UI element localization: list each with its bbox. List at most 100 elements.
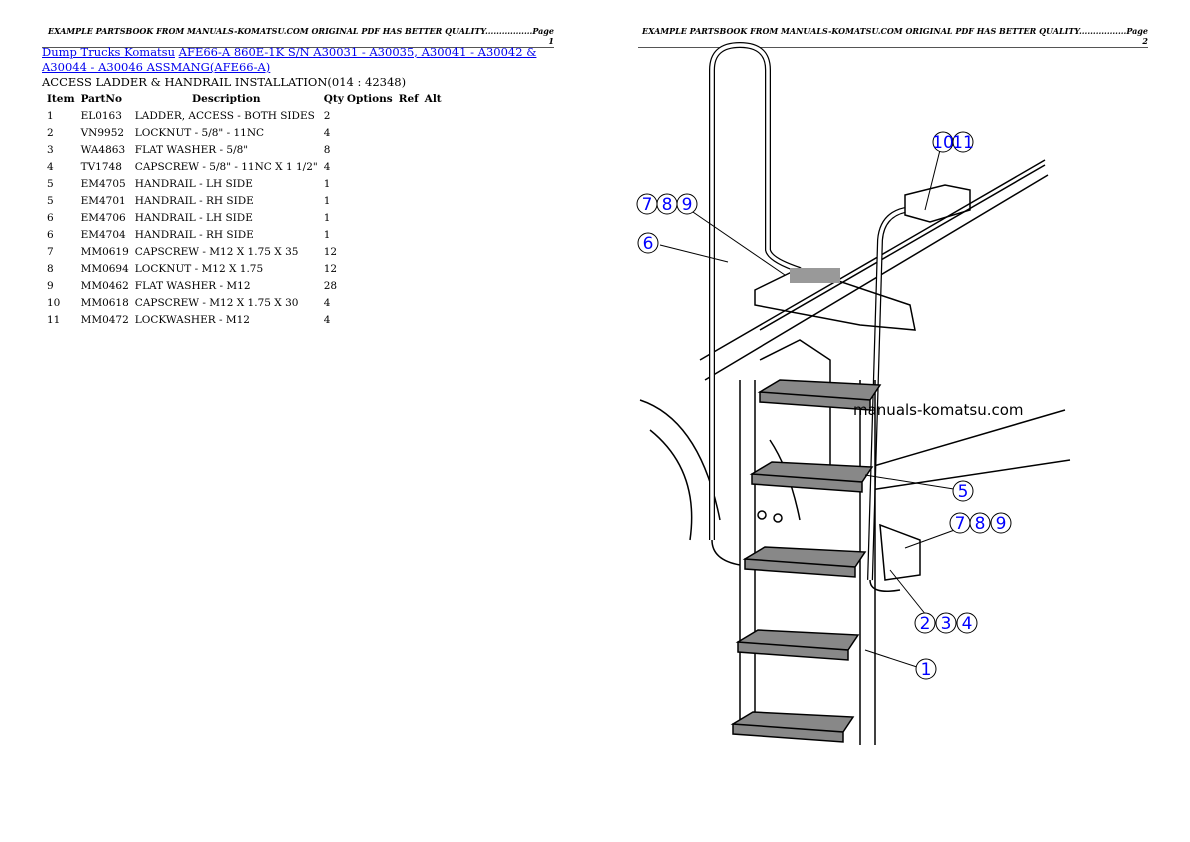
alt-cell — [422, 226, 445, 243]
alt-cell — [422, 311, 445, 328]
column-header: Alt — [424, 92, 442, 105]
qty-cell: 4 — [323, 313, 331, 326]
callout-label: 8 — [975, 514, 986, 534]
part-number-cell: TV1748 — [80, 160, 122, 173]
description-cell: LOCKNUT - M12 X 1.75 — [134, 262, 264, 275]
part-number-cell: MM0619 — [80, 245, 129, 258]
callout-circle — [637, 232, 659, 254]
part-number-cell: EL0163 — [80, 109, 122, 122]
breadcrumb-link-category[interactable]: Dump Trucks Komatsu — [42, 45, 175, 59]
alt-cell — [422, 124, 445, 141]
qty-cell: 8 — [323, 143, 331, 156]
callout-circle — [915, 658, 937, 680]
item-cell: 5 — [47, 194, 54, 207]
ref-cell — [396, 209, 422, 226]
description-cell: HANDRAIL - RH SIDE — [134, 194, 254, 207]
options-cell — [347, 192, 396, 209]
description-cell: LADDER, ACCESS - BOTH SIDES — [134, 109, 315, 122]
breadcrumb-link-model[interactable]: AFE66-A 860E-1K S/N A30031 - A30035, A30… — [42, 45, 537, 74]
ladder-step — [730, 711, 855, 743]
column-header: PartNo — [80, 92, 122, 105]
qty-cell: 4 — [323, 126, 331, 139]
ladder-step — [742, 546, 867, 578]
item-cell: 6 — [47, 211, 54, 224]
alt-cell — [422, 243, 445, 260]
part-number-cell: EM4704 — [80, 228, 126, 241]
callout-circle — [676, 193, 698, 215]
alt-cell — [422, 260, 445, 277]
part-number-cell: MM0618 — [80, 296, 129, 309]
part-number-cell: EM4701 — [80, 194, 126, 207]
breadcrumb: Dump Trucks Komatsu AFE66-A 860E-1K S/N … — [42, 45, 542, 75]
ref-cell — [396, 124, 422, 141]
alt-cell — [422, 209, 445, 226]
item-cell: 10 — [47, 296, 61, 309]
item-cell: 8 — [47, 262, 54, 275]
callout-circle — [969, 512, 991, 534]
description-cell: CAPSCREW - 5/8" - 11NC X 1 1/2" — [134, 160, 318, 173]
item-cell: 5 — [47, 177, 54, 190]
ref-cell — [396, 107, 422, 124]
callout-circle — [935, 612, 957, 634]
column-header: Description — [192, 92, 261, 105]
ref-cell — [396, 294, 422, 311]
callout-circle — [914, 612, 936, 634]
part-number-cell: WA4863 — [80, 143, 126, 156]
item-cell: 6 — [47, 228, 54, 241]
alt-cell — [422, 192, 445, 209]
column-header: Ref — [398, 92, 419, 105]
alt-cell — [422, 107, 445, 124]
callout-label: 5 — [958, 482, 969, 502]
options-cell — [347, 124, 396, 141]
callout-label: 6 — [643, 234, 654, 254]
options-cell — [347, 158, 396, 175]
watermark: manuals-komatsu.com — [853, 401, 1024, 419]
qty-cell: 28 — [323, 279, 338, 292]
part-number-cell: MM0694 — [80, 262, 129, 275]
options-cell — [347, 209, 396, 226]
options-cell — [347, 107, 396, 124]
table-row: 1 EL0163 LADDER, ACCESS - BOTH SIDES 2 — [44, 107, 445, 124]
part-number-cell: EM4705 — [80, 177, 126, 190]
callout-label: 3 — [941, 614, 952, 634]
description-cell: CAPSCREW - M12 X 1.75 X 35 — [134, 245, 299, 258]
qty-cell: 2 — [323, 109, 331, 122]
ref-cell — [396, 311, 422, 328]
item-cell: 2 — [47, 126, 54, 139]
item-cell: 3 — [47, 143, 54, 156]
callout-label: 9 — [682, 195, 693, 215]
ref-cell — [396, 175, 422, 192]
ref-cell — [396, 243, 422, 260]
callout-circle — [952, 131, 974, 153]
item-cell: 1 — [47, 109, 54, 122]
options-cell — [347, 243, 396, 260]
description-cell: HANDRAIL - LH SIDE — [134, 211, 253, 224]
qty-cell: 4 — [323, 160, 331, 173]
callout-label: 7 — [642, 195, 653, 215]
callout-label: 7 — [955, 514, 966, 534]
options-cell — [347, 294, 396, 311]
column-header: Options — [346, 92, 393, 105]
alt-cell — [422, 158, 445, 175]
qty-cell: 4 — [323, 296, 331, 309]
callout-label: 8 — [662, 195, 673, 215]
column-header: Item — [47, 92, 75, 105]
callout-label: 4 — [962, 614, 973, 634]
item-cell: 7 — [47, 245, 54, 258]
qty-cell: 1 — [323, 177, 331, 190]
callout-label: 2 — [920, 614, 931, 634]
options-cell — [347, 311, 396, 328]
description-cell: HANDRAIL - RH SIDE — [134, 228, 254, 241]
